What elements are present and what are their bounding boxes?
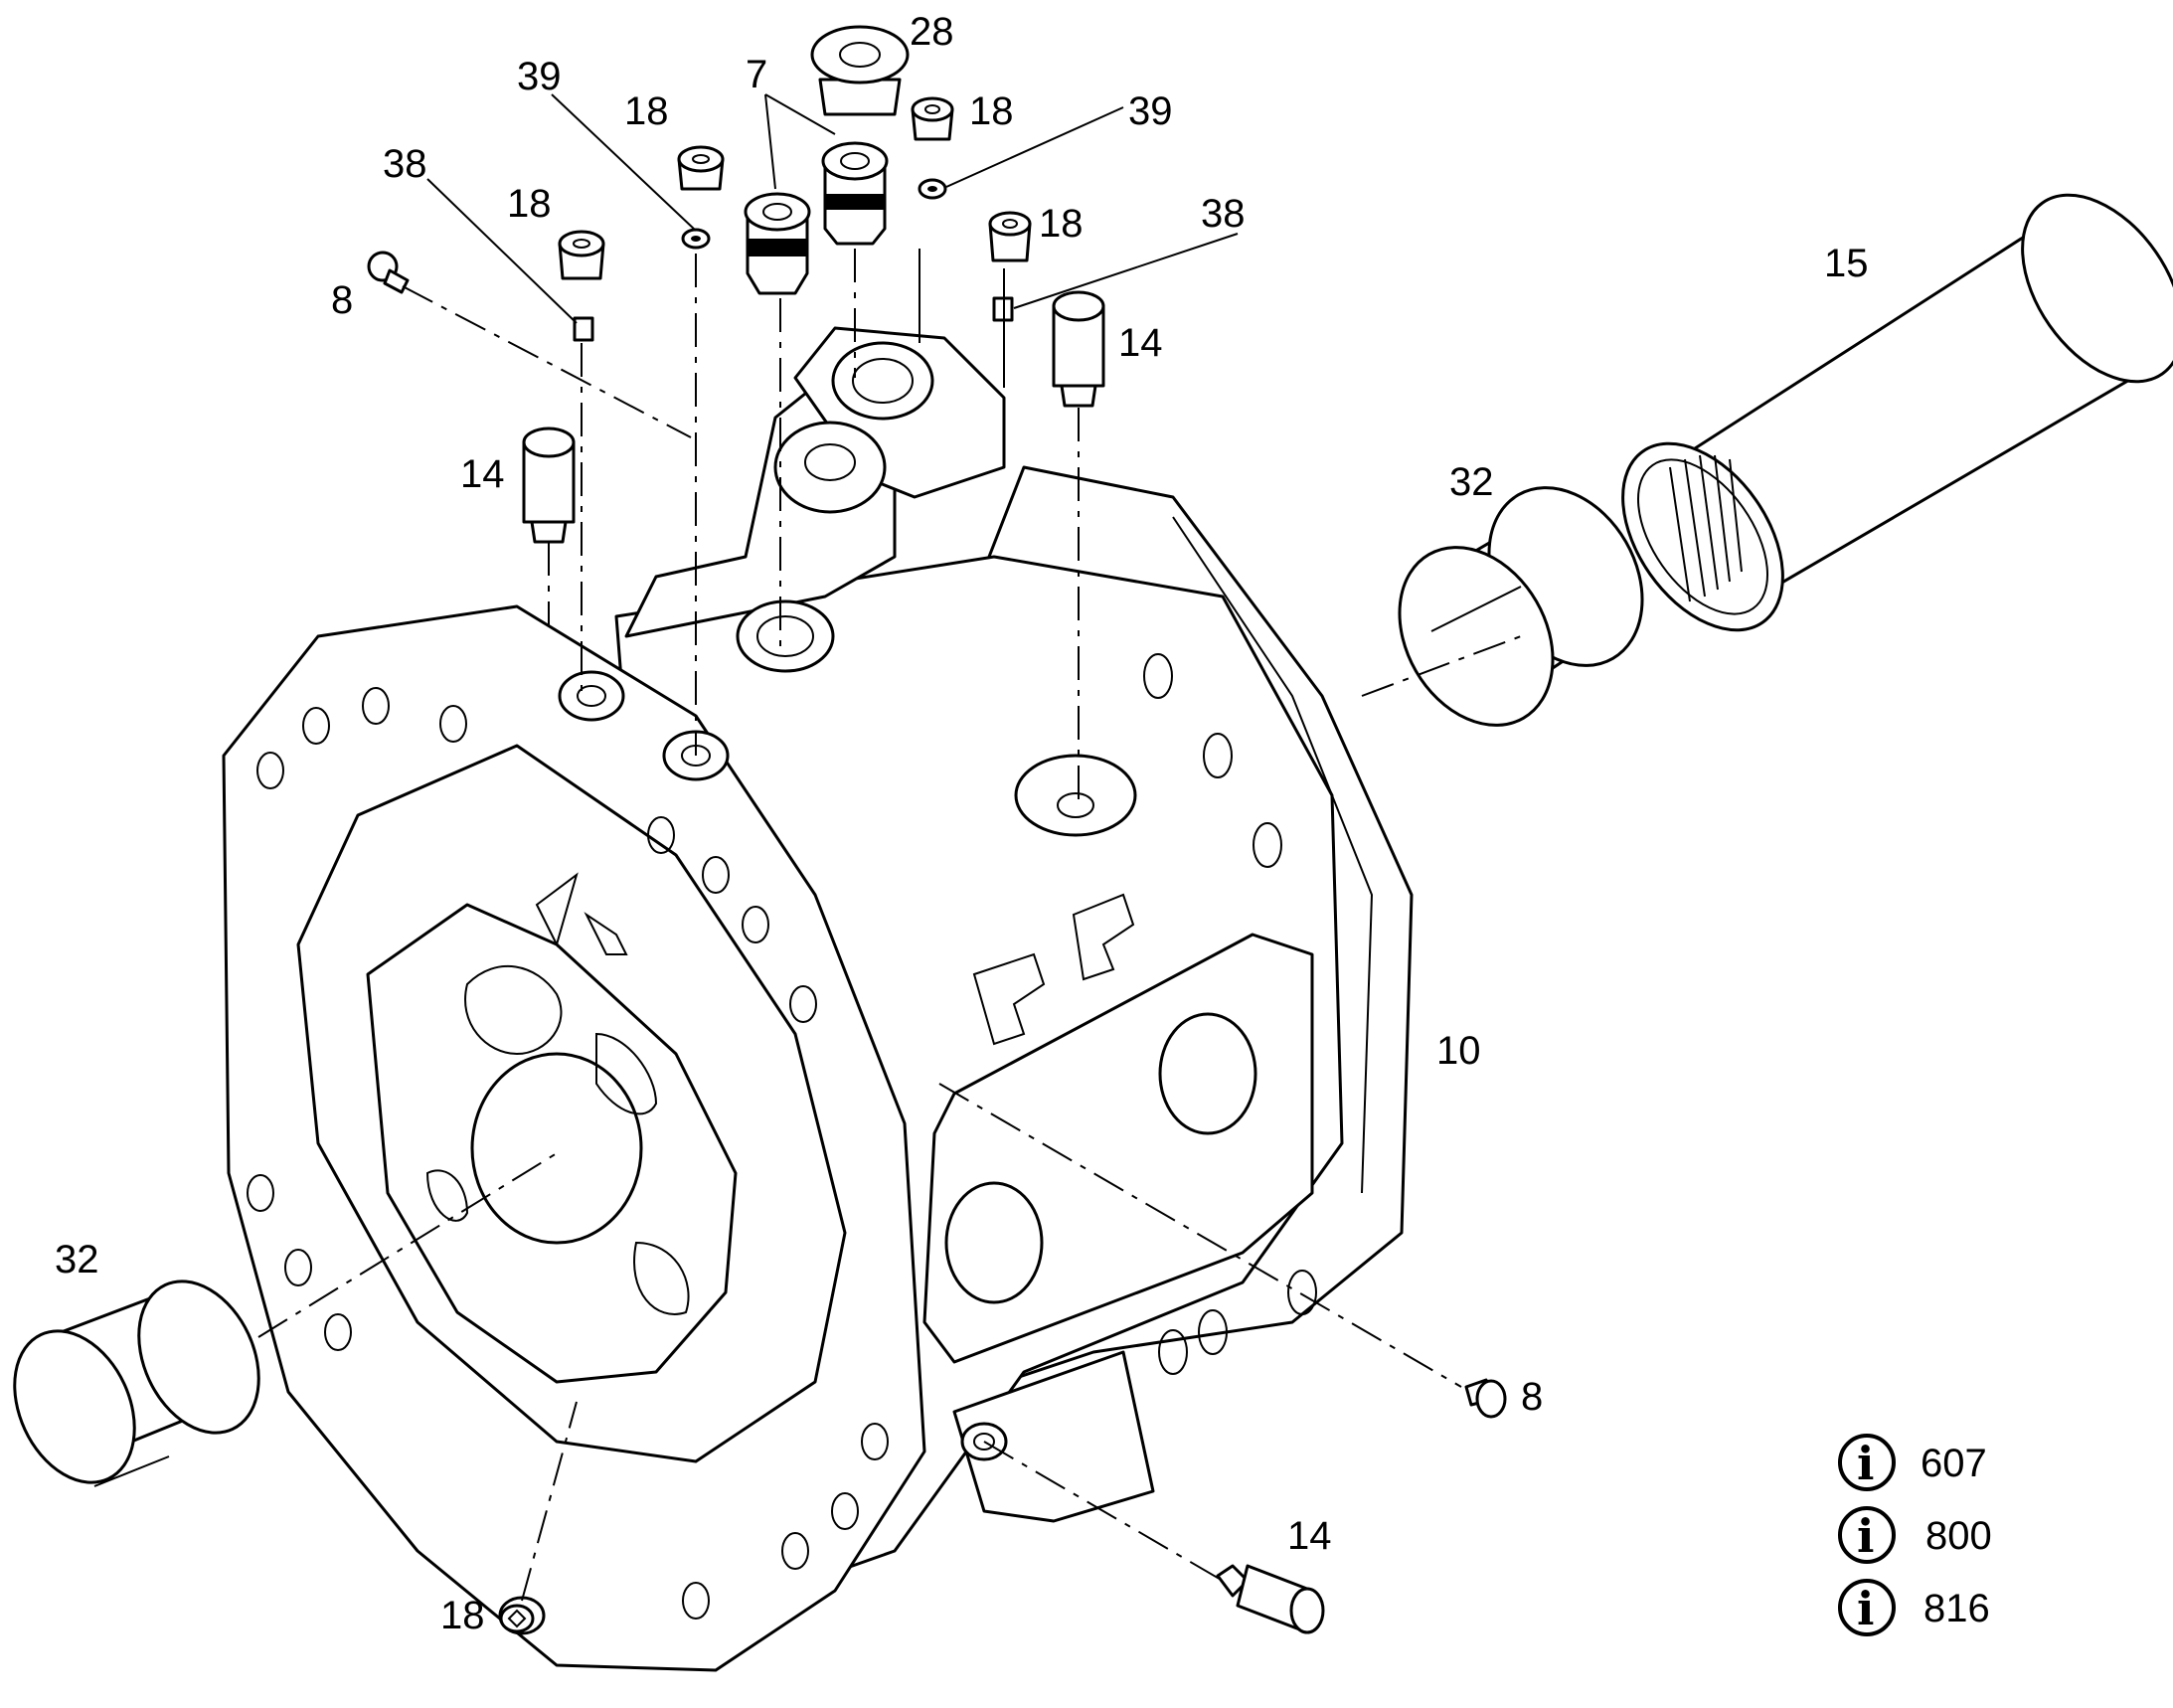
callout-18-right: 18 xyxy=(1039,202,1084,246)
callout-18-top-left: 18 xyxy=(624,89,669,133)
info-icon xyxy=(1838,1579,1896,1636)
plug-18-e xyxy=(498,1596,546,1635)
info-ref-label: 816 xyxy=(1923,1587,1990,1630)
callout-14-left: 14 xyxy=(460,452,505,496)
callout-32-left: 32 xyxy=(55,1238,99,1281)
info-ref-label: 607 xyxy=(1921,1442,1987,1485)
callout-14-right: 14 xyxy=(1118,321,1163,365)
plug-28 xyxy=(810,25,910,116)
callout-14-bottom: 14 xyxy=(1287,1514,1332,1558)
info-icon xyxy=(1838,1506,1896,1564)
callout-32-right: 32 xyxy=(1449,460,1494,504)
info-reference-list: i 607 i 800 i 816 xyxy=(1838,1434,1992,1636)
plug-18-a xyxy=(677,145,725,191)
sleeve-15 xyxy=(1621,193,2173,632)
valve-7-right xyxy=(821,141,889,246)
callout-8-bottom: 8 xyxy=(1521,1375,1543,1419)
plug-38-a xyxy=(573,316,594,342)
info-ref-label: 800 xyxy=(1925,1514,1992,1558)
screw-8-bottom xyxy=(1464,1378,1507,1419)
info-glyph: i xyxy=(1857,1582,1874,1635)
callout-labels: 28 7 39 18 18 39 38 18 18 38 8 14 14 15 … xyxy=(55,10,1869,1637)
plug-18-d xyxy=(988,211,1032,262)
pin-14-left xyxy=(522,427,576,544)
callout-18-bottom: 18 xyxy=(440,1594,485,1637)
info-glyph: i xyxy=(1857,1509,1874,1563)
callout-15: 15 xyxy=(1824,242,1869,285)
pin-14-bottom xyxy=(1216,1564,1325,1634)
info-ref-3: i 816 xyxy=(1838,1579,1990,1636)
callout-39-right: 39 xyxy=(1128,89,1173,133)
callout-39-left: 39 xyxy=(517,55,562,98)
info-ref-1: i 607 xyxy=(1838,1434,1987,1491)
housing xyxy=(222,326,1414,1672)
callout-18-top-right: 18 xyxy=(969,89,1014,133)
valve-7-left xyxy=(744,192,811,295)
callout-18-left: 18 xyxy=(507,182,552,226)
screw-8-top xyxy=(367,251,410,294)
leader-lines xyxy=(257,93,1522,1602)
plug-18-b xyxy=(558,230,605,280)
info-ref-2: i 800 xyxy=(1838,1506,1992,1564)
bushing-32-right xyxy=(1398,486,1644,727)
callout-38-left: 38 xyxy=(383,142,427,186)
seal-39-b xyxy=(918,178,947,200)
callout-10: 10 xyxy=(1436,1029,1481,1073)
bushing-32-left xyxy=(13,1280,260,1487)
plug-18-c xyxy=(911,96,954,141)
callout-7: 7 xyxy=(746,53,767,96)
info-glyph: i xyxy=(1857,1437,1874,1490)
pin-14-right xyxy=(1052,290,1105,408)
callout-38-right: 38 xyxy=(1201,192,1246,236)
callout-8-top: 8 xyxy=(331,278,353,322)
seal-39-a xyxy=(681,228,711,250)
info-icon xyxy=(1838,1434,1896,1491)
callout-28: 28 xyxy=(910,10,954,54)
